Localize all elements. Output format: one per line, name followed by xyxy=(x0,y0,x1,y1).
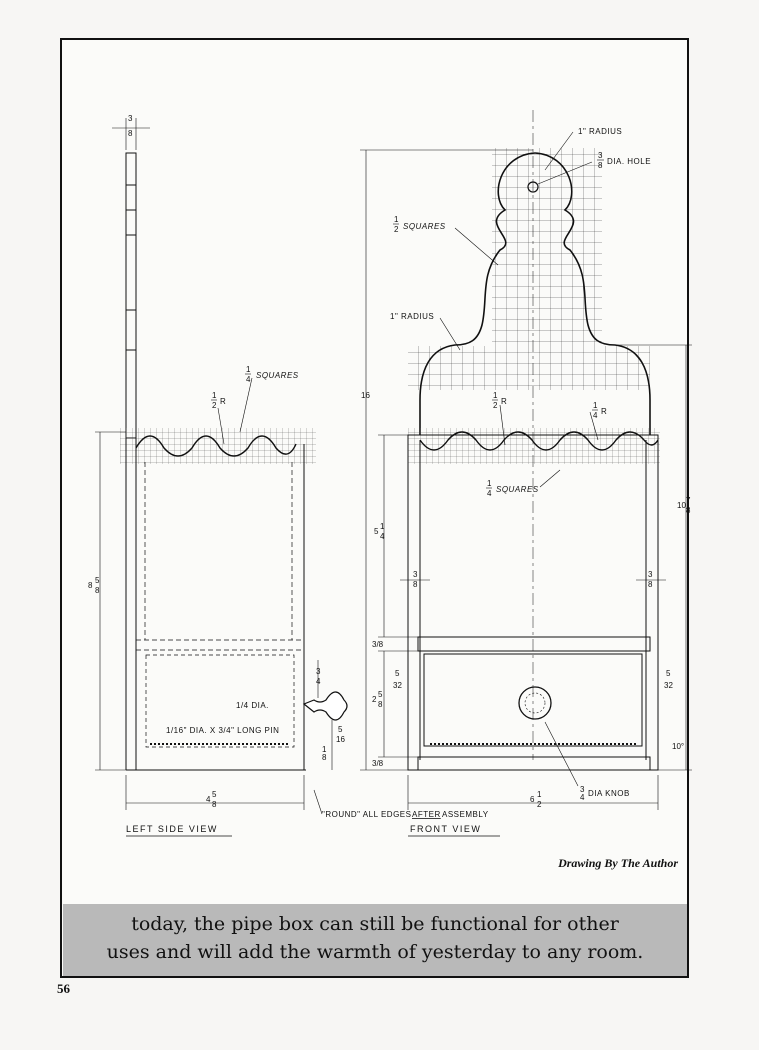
dim-3-4-knob-b: 4 xyxy=(580,793,585,802)
left-side-view xyxy=(95,118,348,837)
frac-1-2-den: 2 xyxy=(394,225,399,234)
frac-1-4-sq-num: 1 xyxy=(487,479,492,488)
label-dia-hole: DIA. HOLE xyxy=(607,157,651,166)
dim-6-1-2-a: 6 xyxy=(530,795,535,804)
label-round-edges-pre: "ROUND" ALL EDGES xyxy=(322,810,411,819)
label-one-inch-radius-mid: 1" RADIUS xyxy=(390,312,434,321)
frac-1-4-r-den: 4 xyxy=(593,411,598,420)
label-r-front2: R xyxy=(601,407,607,416)
dim-4-5-8-c: 8 xyxy=(212,800,217,809)
frac-1-4-r-num: 1 xyxy=(593,401,598,410)
label-quarter-dia: 1/4 DIA. xyxy=(236,701,269,710)
frac-1-4-den-l: 4 xyxy=(246,375,251,384)
dim-10-deg: 10° xyxy=(672,742,684,751)
label-one-inch-radius-top: 1" RADIUS xyxy=(578,127,622,136)
dim-3-8-bottom: 3/8 xyxy=(372,759,384,768)
frac-1-2-r-num: 1 xyxy=(212,391,217,400)
frac-1-2-r-front-num: 1 xyxy=(493,391,498,400)
dim-4-5-8-a: 4 xyxy=(206,795,211,804)
dim-10-7-8-b: 7 xyxy=(686,496,691,505)
dim-8-5-8-a: 8 xyxy=(88,581,93,590)
drawing-labels: 1" RADIUS 3 8 DIA. HOLE 1 2 SQUARES 1" R… xyxy=(88,114,691,834)
dim-5-16-b: 16 xyxy=(336,735,345,744)
back-board xyxy=(125,152,137,439)
dim-3-8-top-den: 8 xyxy=(128,129,133,138)
frac-3-8-den: 8 xyxy=(598,161,603,170)
dim-10-7-8-c: 8 xyxy=(686,506,691,515)
label-dia-knob: DIA KNOB xyxy=(588,789,630,798)
frac-1-2-r-den: 2 xyxy=(212,401,217,410)
dim-3-8-top-num: 3 xyxy=(128,114,133,123)
frac-1-2-num: 1 xyxy=(394,215,399,224)
dim-3-8-r-den: 8 xyxy=(648,580,653,589)
dim-6-1-2-c: 2 xyxy=(537,800,542,809)
caption-box: today, the pipe box can still be functio… xyxy=(63,904,687,976)
label-quarter-squares-front: SQUARES xyxy=(496,485,539,494)
dim-5-1-4-c: 4 xyxy=(380,532,385,541)
label-r-front1: R xyxy=(501,397,507,406)
dim-6-1-2-b: 1 xyxy=(537,790,542,799)
label-round-edges-post: ASSEMBLY xyxy=(442,810,489,819)
dim-3-8-l-num: 3 xyxy=(413,570,418,579)
dim-3-4-a: 3 xyxy=(316,667,321,676)
dim-5-1-4-b: 1 xyxy=(380,522,385,531)
dim-3-8-l-den: 8 xyxy=(413,580,418,589)
dim-1-8-b: 8 xyxy=(322,753,327,762)
dim-5-1-4-a: 5 xyxy=(374,527,379,536)
dim-10-7-8-a: 10 xyxy=(677,501,686,510)
drawing-credit: Drawing By The Author xyxy=(558,856,678,870)
dim-5-32-r-den: 32 xyxy=(664,681,673,690)
dim-1-8-a: 1 xyxy=(322,745,327,754)
caption-line-1: today, the pipe box can still be functio… xyxy=(131,913,619,935)
front-view xyxy=(217,110,692,837)
dim-3-4-knob-a: 3 xyxy=(580,785,585,794)
caption-line-2: uses and will add the warmth of yesterda… xyxy=(106,941,644,963)
label-r-left: R xyxy=(220,397,226,406)
label-round-edges-after: AFTER xyxy=(412,810,441,819)
dim-3-8-shelf: 3/8 xyxy=(372,640,384,649)
frac-1-4-num-l: 1 xyxy=(246,365,251,374)
dim-2-5-8-a: 2 xyxy=(372,695,377,704)
dim-4-5-8-b: 5 xyxy=(212,790,217,799)
front-view-title: FRONT VIEW xyxy=(410,824,481,834)
dim-3-8-r-num: 3 xyxy=(648,570,653,579)
dim-2-5-8-b: 5 xyxy=(378,690,383,699)
dim-5-32-l: 5 xyxy=(395,669,400,678)
dim-16: 16 xyxy=(361,391,370,400)
page-number: 56 xyxy=(57,981,70,996)
dim-5-16-a: 5 xyxy=(338,725,343,734)
dim-2-5-8-c: 8 xyxy=(378,700,383,709)
dim-8-5-8-b: 5 xyxy=(95,576,100,585)
frac-1-2-r-front-den: 2 xyxy=(493,401,498,410)
frac-1-4-sq-den: 4 xyxy=(487,489,492,498)
left-side-view-title: LEFT SIDE VIEW xyxy=(126,824,218,834)
label-long-pin: 1/16" DIA. X 3/4" LONG PIN xyxy=(166,726,279,735)
dim-3-4-b: 4 xyxy=(316,677,321,686)
dim-8-5-8-c: 8 xyxy=(95,586,100,595)
label-quarter-squares-left: SQUARES xyxy=(256,371,299,380)
dim-5-32-r: 5 xyxy=(666,669,671,678)
dim-5-32-l-den: 32 xyxy=(393,681,402,690)
frac-3-8-num: 3 xyxy=(598,151,603,160)
label-half-squares: SQUARES xyxy=(403,222,446,231)
